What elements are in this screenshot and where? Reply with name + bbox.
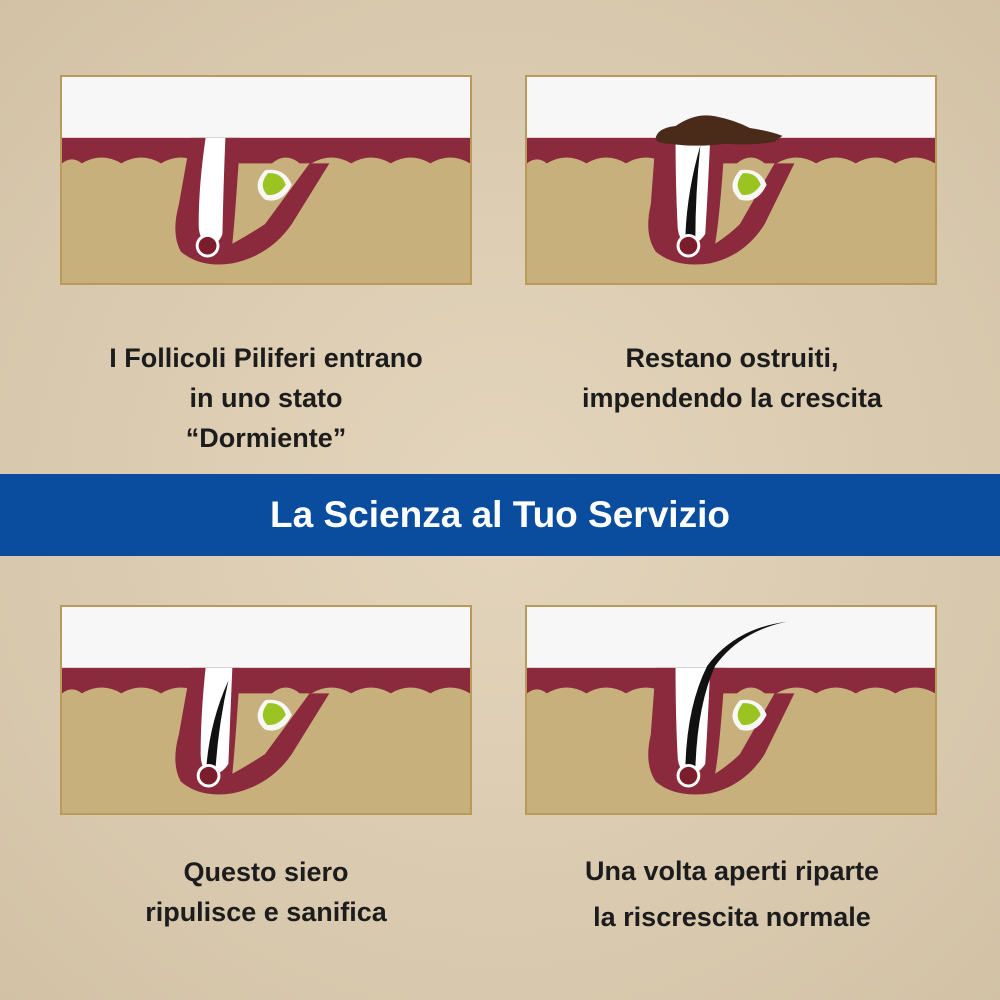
- follicle-bulb: [199, 766, 218, 785]
- section-banner: La Scienza al Tuo Servizio: [0, 474, 1000, 556]
- follicle-regrowth-illustration: [525, 605, 937, 815]
- caption-line: ripulisce e sanifica: [145, 897, 387, 927]
- follicle-bulb: [679, 766, 698, 785]
- caption-line: in uno stato: [189, 383, 343, 413]
- sebaceous-gland: [262, 703, 286, 725]
- epidermis-layer: [62, 137, 470, 164]
- sebaceous-gland: [737, 173, 761, 195]
- epidermis-layer: [527, 667, 935, 694]
- follicle-bulb: [198, 236, 217, 255]
- follicle-regrowth-svg: [527, 607, 935, 813]
- caption-dormant: I Follicoli Piliferi entrano in uno stat…: [46, 338, 486, 458]
- follicle-bulb: [679, 236, 698, 255]
- epidermis-layer: [527, 137, 935, 164]
- follicle-clogged-svg: [527, 77, 935, 283]
- sebaceous-gland: [262, 173, 286, 195]
- follicle-dormant-illustration: [60, 75, 472, 285]
- caption-regrowth: Una volta aperti riparte la riscrescita …: [512, 848, 952, 940]
- caption-line: la riscrescita normale: [593, 902, 871, 932]
- caption-line: Questo siero: [183, 857, 349, 887]
- follicle-canal-empty: [198, 137, 226, 245]
- skin-surface: [62, 77, 470, 138]
- follicle-clogged-illustration: [525, 75, 937, 285]
- follicle-cleansed-illustration: [60, 605, 472, 815]
- follicle-cleansed-svg: [62, 607, 470, 813]
- hair-shaft-regrowing: [685, 621, 787, 771]
- caption-line: “Dormiente”: [185, 423, 347, 453]
- caption-line: Una volta aperti riparte: [584, 856, 880, 886]
- banner-title: La Scienza al Tuo Servizio: [270, 494, 730, 535]
- skin-surface: [527, 607, 935, 668]
- caption-clogged: Restano ostruiti, impendendo la crescita: [512, 338, 952, 418]
- sebaceous-gland: [737, 703, 761, 725]
- hair-shaft: [685, 145, 701, 241]
- caption-line: I Follicoli Piliferi entrano: [109, 343, 423, 373]
- skin-surface: [62, 607, 470, 668]
- epidermis-layer: [62, 667, 470, 694]
- caption-line: Restano ostruiti,: [625, 343, 839, 373]
- caption-cleansed: Questo siero ripulisce e sanifica: [46, 852, 486, 932]
- hair-shaft: [206, 680, 229, 770]
- sebum-plug: [655, 115, 783, 146]
- caption-line: impendendo la crescita: [581, 383, 883, 413]
- follicle-dormant-svg: [62, 77, 470, 283]
